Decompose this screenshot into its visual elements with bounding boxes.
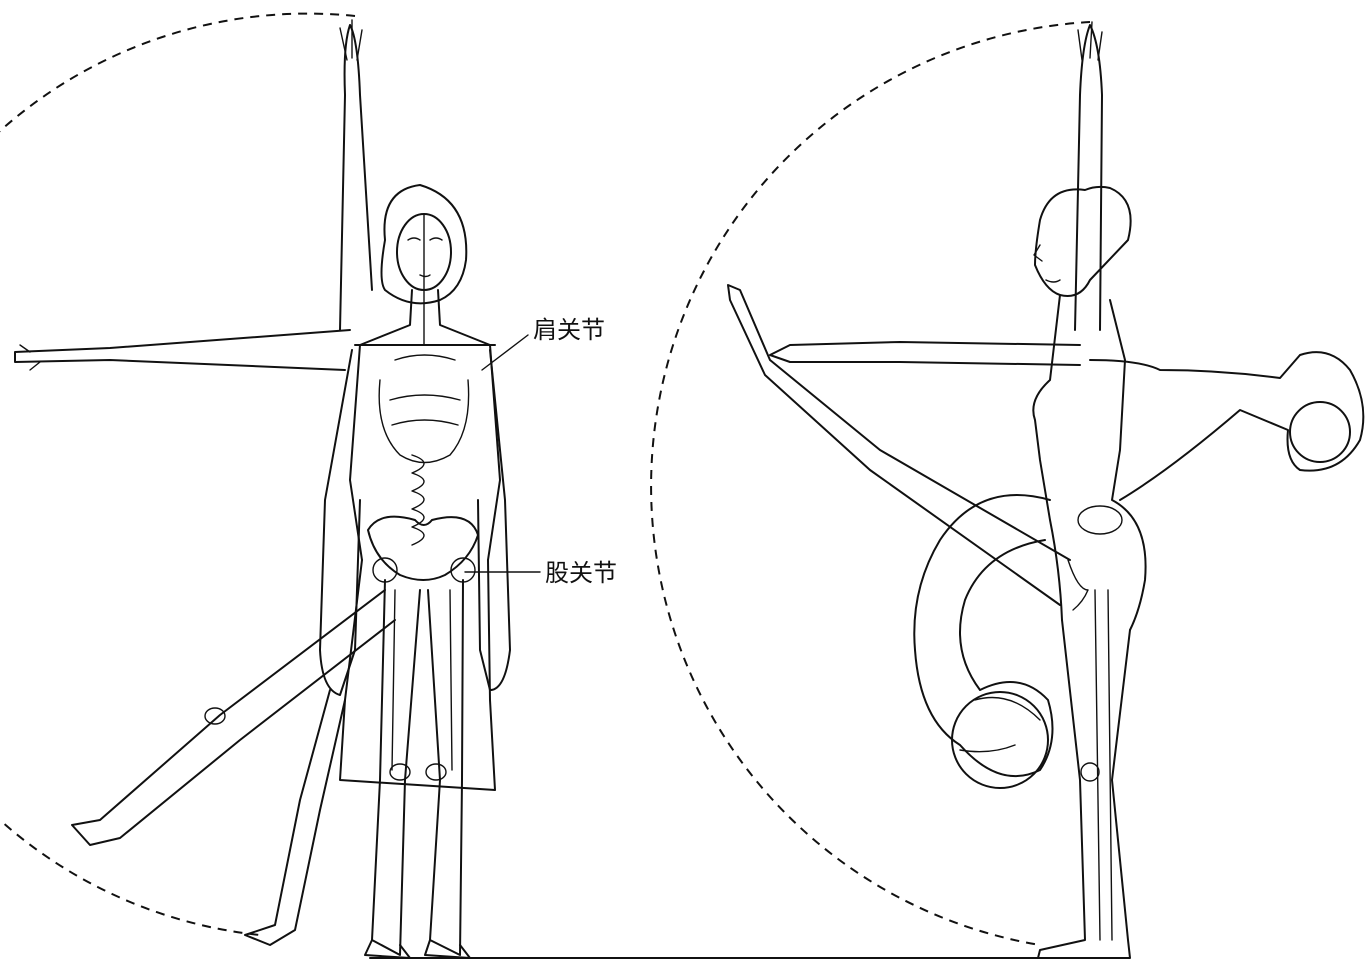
hip-joint-label: 股关节 — [545, 561, 617, 585]
shoulder-joint-label: 肩关节 — [533, 318, 605, 342]
side-head — [1035, 187, 1131, 296]
shoulder-joint-leader-line — [482, 335, 528, 370]
side-view-figure — [651, 22, 1363, 958]
side-motion-arc — [651, 22, 1090, 945]
side-back-bend — [1090, 352, 1363, 500]
frontal-skirt — [340, 560, 495, 790]
frontal-ribcage — [379, 355, 468, 463]
frontal-pelvis — [368, 517, 478, 580]
frontal-view-figure — [0, 14, 510, 958]
